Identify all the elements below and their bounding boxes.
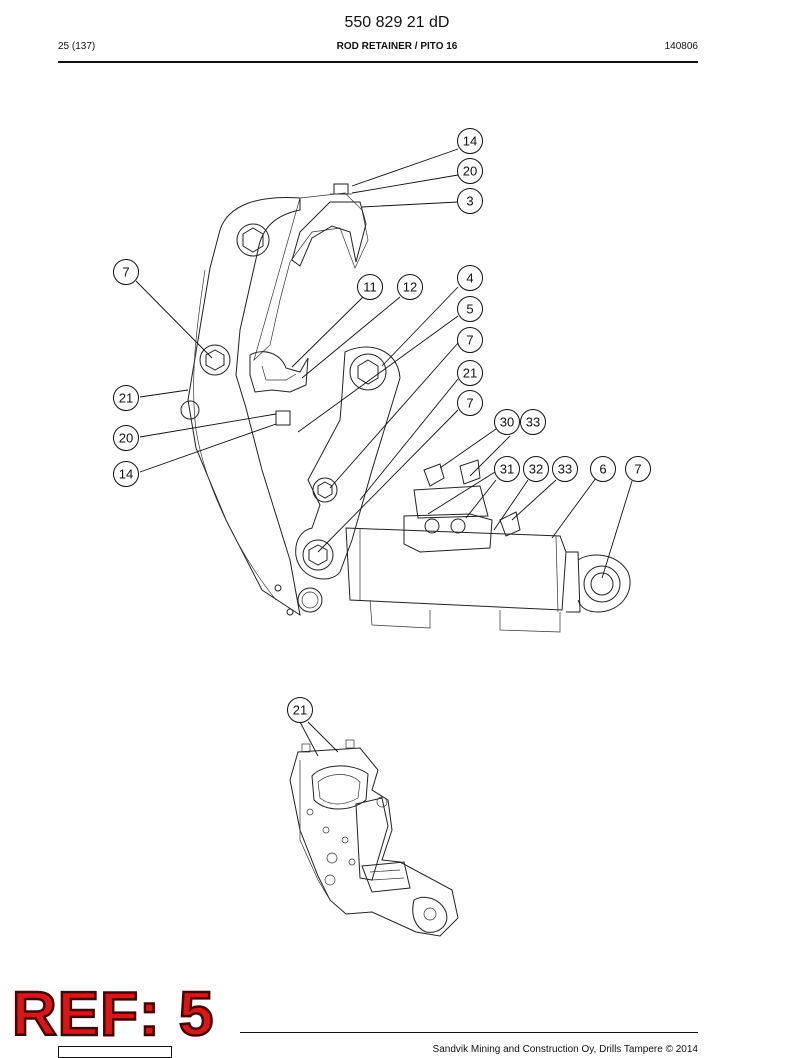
callout-7-mid: 7: [457, 327, 483, 353]
document-number: 550 829 21 dD: [344, 14, 450, 31]
footer-copyright: Sandvik Mining and Construction Oy, Dril…: [432, 1044, 698, 1055]
callout-7-lower: 7: [457, 390, 483, 416]
callout-30: 30: [494, 409, 520, 435]
ref-stamp: REF: 5: [11, 980, 215, 1049]
callout-5: 5: [457, 296, 483, 322]
svg-text:7: 7: [466, 333, 473, 348]
svg-text:20: 20: [119, 431, 133, 446]
callout-31: 31: [494, 456, 520, 482]
callouts-main: 14 20 3 7 11 12 4 5 7 21 7 21 30 33 20 1…: [113, 128, 651, 579]
svg-text:6: 6: [599, 462, 606, 477]
svg-text:21: 21: [463, 366, 477, 381]
callout-21-right: 21: [457, 360, 483, 386]
svg-text:11: 11: [363, 280, 377, 295]
callout-21-detail: 21: [287, 697, 313, 723]
callout-12: 12: [397, 274, 423, 300]
svg-text:5: 5: [466, 302, 473, 317]
callout-7-left: 7: [113, 259, 139, 285]
callout-20-top: 20: [457, 158, 483, 184]
svg-text:12: 12: [403, 280, 417, 295]
svg-text:14: 14: [463, 134, 477, 149]
callout-7-right: 7: [625, 456, 651, 482]
svg-text:33: 33: [526, 415, 540, 430]
svg-text:30: 30: [500, 415, 514, 430]
callout-33-lower: 33: [552, 456, 578, 482]
svg-text:3: 3: [466, 194, 473, 209]
callout-4: 4: [457, 265, 483, 291]
date-code: 140806: [664, 41, 698, 52]
callout-21-left: 21: [113, 385, 139, 411]
svg-text:31: 31: [500, 462, 514, 477]
callout-32: 32: [523, 456, 549, 482]
callout-20-left: 20: [113, 425, 139, 451]
footer-rule: [240, 1032, 698, 1033]
callout-6: 6: [590, 456, 616, 482]
page-number: 25 (137): [58, 41, 96, 52]
svg-text:14: 14: [119, 467, 133, 482]
svg-text:33: 33: [558, 462, 572, 477]
callout-33-top: 33: [520, 409, 546, 435]
svg-text:32: 32: [529, 462, 543, 477]
page-title: ROD RETAINER / PITO 16: [336, 41, 458, 52]
svg-text:21: 21: [293, 703, 307, 718]
callout-11: 11: [357, 274, 383, 300]
svg-text:21: 21: [119, 391, 133, 406]
svg-text:7: 7: [634, 462, 641, 477]
svg-text:7: 7: [466, 396, 473, 411]
svg-text:7: 7: [122, 265, 129, 280]
svg-text:4: 4: [466, 271, 473, 286]
callout-14-left: 14: [113, 461, 139, 487]
company-logo-box: [58, 1046, 172, 1058]
callout-14-top: 14: [457, 128, 483, 154]
callout-3: 3: [457, 188, 483, 214]
main-assembly-drawing: [180, 183, 631, 633]
detail-isometric-drawing: 21: [287, 697, 459, 937]
svg-text:20: 20: [463, 164, 477, 179]
header-rule: [58, 61, 698, 63]
